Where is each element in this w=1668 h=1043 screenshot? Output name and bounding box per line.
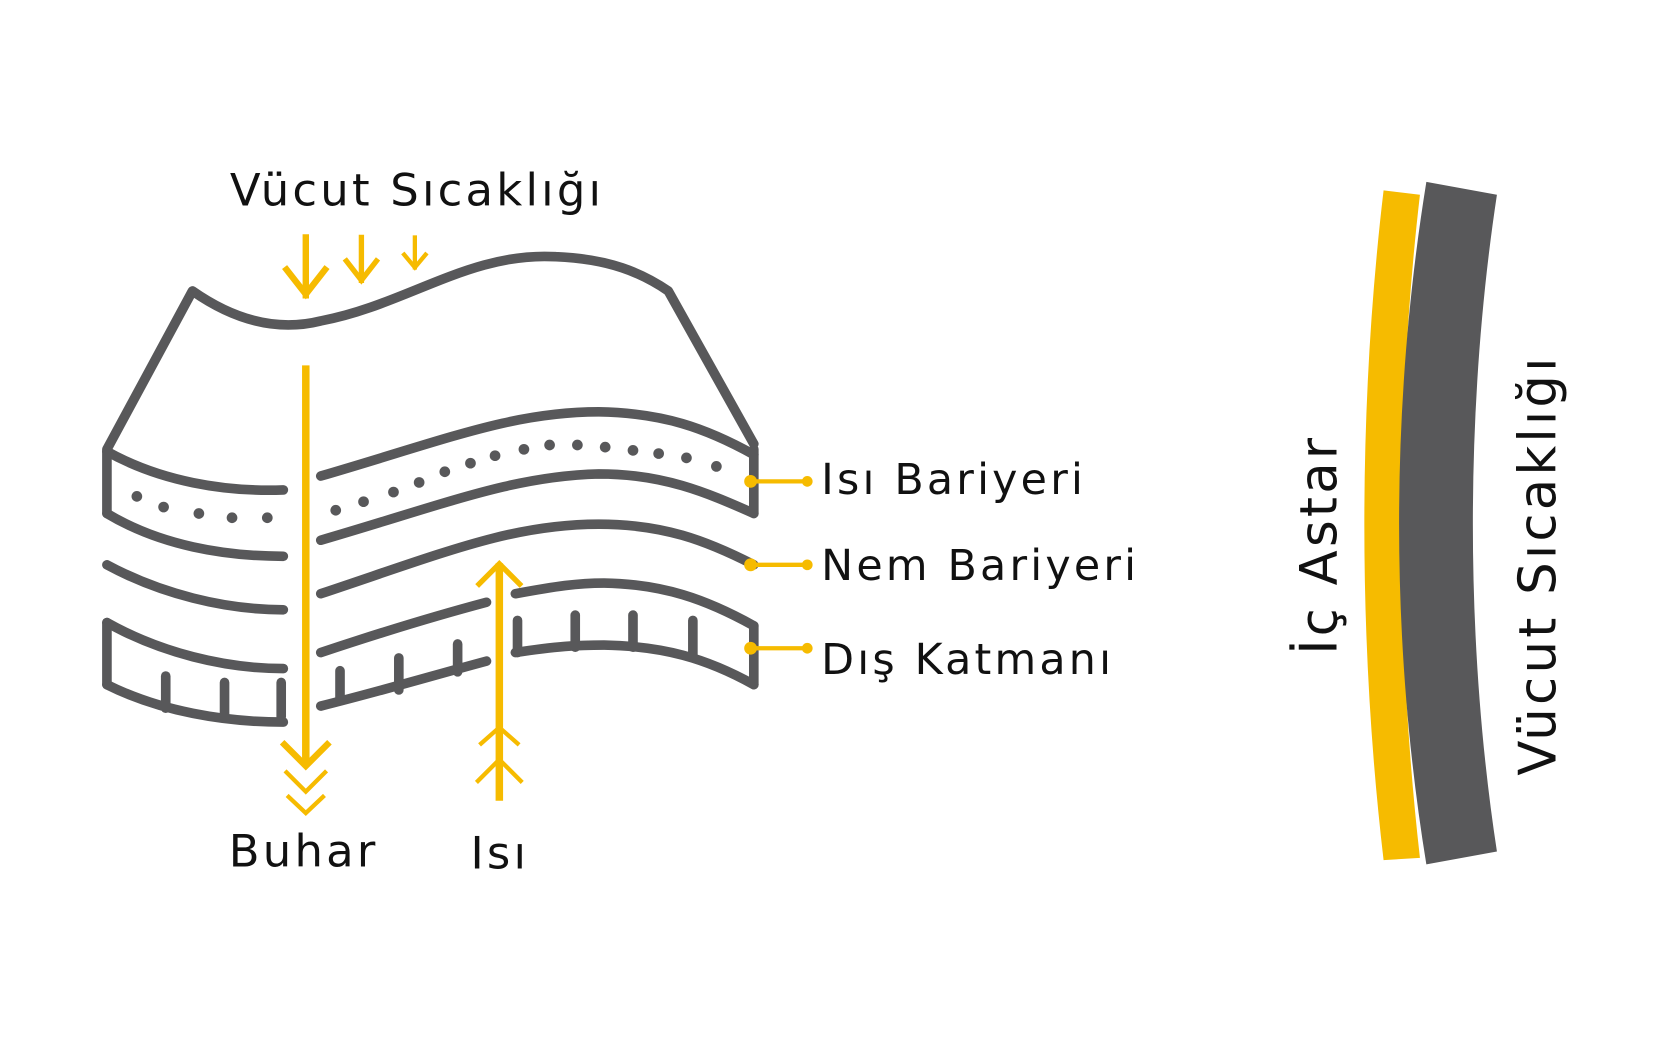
vapor-arrow-icon: [279, 365, 332, 816]
side-panel: İç Astar Vücut Sıcaklığı: [1289, 181, 1569, 865]
ticks-pattern: [160, 610, 698, 722]
label-connectors: [744, 474, 813, 655]
heat-barrier-layer: [102, 407, 759, 562]
moisture-barrier-layer: [102, 519, 759, 615]
heat-arrow-icon: [474, 559, 524, 801]
dots-pattern: [131, 439, 722, 524]
heat-in-arrows-icon: [282, 234, 429, 300]
layer-label-heat-barrier: Isı Bariyeri: [821, 455, 1086, 505]
layer-label-outer-layer: Dış Katmanı: [821, 635, 1114, 685]
outer-layer: [102, 578, 759, 727]
fabric-top-sheet: [102, 251, 759, 455]
outer-band: [1399, 181, 1497, 865]
vapor-label: Buhar: [229, 824, 379, 877]
body-heat-side-label: Vücut Sıcaklığı: [1509, 354, 1569, 775]
inner-lining-label: İç Astar: [1289, 435, 1350, 655]
heat-label: Isı: [470, 827, 529, 880]
layer-label-moisture-barrier: Nem Bariyeri: [821, 541, 1139, 591]
body-heat-label: Vücut Sıcaklığı: [230, 163, 604, 216]
